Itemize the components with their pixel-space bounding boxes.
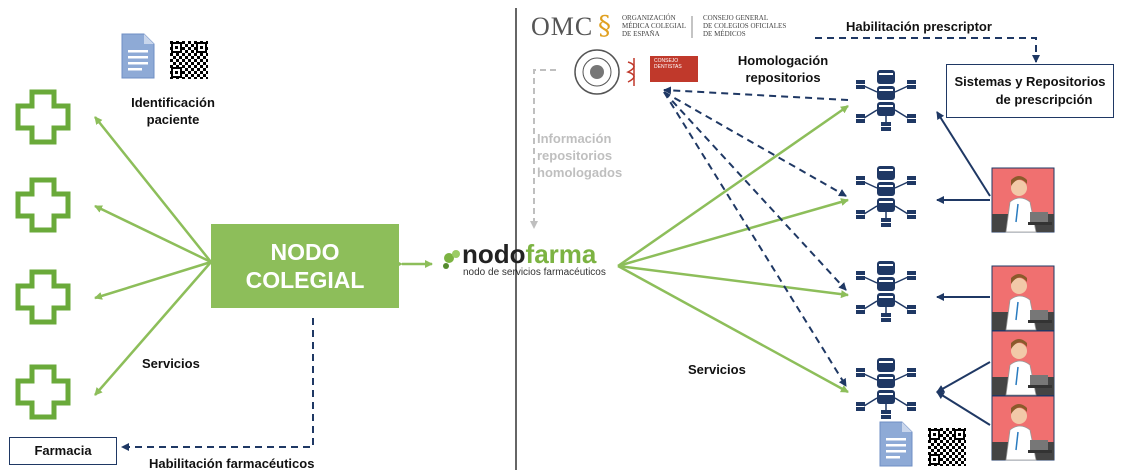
nodofarma-tagline: nodo de servicios farmacéuticos bbox=[463, 267, 606, 278]
repositories-info-line3: homologados bbox=[537, 165, 623, 180]
prescription-systems-box: Sistemas y Repositorios de prescripción bbox=[946, 64, 1114, 118]
colegio-seal-icon bbox=[574, 49, 620, 95]
pharmacy-cross-icon bbox=[18, 92, 68, 142]
nodofarma-logo-icon bbox=[443, 250, 460, 269]
repositories-info-label: Información repositorios homologados bbox=[537, 130, 622, 181]
left-services-label: Servicios bbox=[142, 356, 200, 371]
nodo-colegial-line2: COLEGIAL bbox=[245, 267, 365, 293]
consejo-name: CONSEJO GENERAL DE COLEGIOS OFICIALES DE… bbox=[703, 14, 786, 38]
repository-database-icon bbox=[855, 69, 917, 132]
consejo-line2: DE COLEGIOS OFICIALES bbox=[703, 22, 787, 30]
prescriber-enablement-label: Habilitación prescriptor bbox=[846, 19, 992, 34]
document-icon bbox=[121, 33, 155, 79]
nodofarma-logo-part2: farma bbox=[525, 239, 597, 269]
omc-logo-text: OMC bbox=[531, 12, 594, 41]
omc-org-name: ORGANIZACIÓN MÉDICA COLEGIAL DE ESPAÑA bbox=[622, 14, 686, 38]
dentistas-logo-text: CONSEJO DENTISTAS bbox=[654, 58, 682, 70]
dentistas-logo bbox=[650, 56, 698, 82]
dentistas-line2: DENTISTAS bbox=[654, 64, 682, 70]
pharmacy-cross-icon bbox=[18, 367, 68, 417]
omc-org-line1: ORGANIZACIÓN bbox=[622, 14, 676, 22]
homologation-arrows bbox=[663, 86, 849, 387]
nodofarma-logo-part1: nodo bbox=[462, 239, 526, 269]
repositories-info-arrow bbox=[530, 69, 556, 229]
right-service-arrows bbox=[617, 104, 849, 394]
nodo-colegial-line1: NODO bbox=[270, 239, 340, 265]
pharmacy-cross-icon bbox=[18, 272, 68, 322]
doctor-icon bbox=[991, 330, 1055, 396]
patient-id-label-line2: paciente bbox=[146, 112, 200, 127]
omc-emblem-icon: § bbox=[598, 11, 611, 41]
consejo-line1: CONSEJO GENERAL bbox=[703, 14, 769, 22]
right-services-label: Servicios bbox=[688, 362, 746, 377]
repositories-info-line1: Información bbox=[537, 131, 612, 146]
prescription-systems-line1: Sistemas y Repositorios bbox=[954, 74, 1106, 89]
homologation-label: Homologación repositorios bbox=[728, 52, 838, 86]
doctor-icon bbox=[991, 265, 1055, 331]
repositories-info-line2: repositorios bbox=[537, 148, 613, 163]
prescriber-enablement-arrow bbox=[815, 37, 1040, 63]
consejo-line3: DE MÉDICOS bbox=[703, 30, 746, 38]
omc-org-line3: DE ESPAÑA bbox=[622, 30, 660, 38]
homologation-line1: Homologación bbox=[737, 53, 829, 68]
pharmacy-cross-icon bbox=[18, 180, 68, 230]
doctor-icon bbox=[991, 395, 1055, 461]
doctor-icon bbox=[991, 167, 1055, 233]
omc-org-line2: MÉDICA COLEGIAL bbox=[622, 22, 686, 30]
pharmacist-enablement-arrow bbox=[121, 318, 314, 451]
nodofarma-logo: nodofarma bbox=[462, 240, 596, 268]
qr-code-icon bbox=[928, 428, 966, 466]
homologation-line2: repositorios bbox=[745, 70, 821, 85]
pharmacy-box: Farmacia bbox=[9, 437, 117, 465]
repository-database-icon bbox=[855, 357, 917, 420]
document-icon bbox=[879, 421, 913, 467]
pharmacist-enablement-label: Habilitación farmacéuticos bbox=[149, 456, 315, 471]
qr-code-icon bbox=[170, 41, 208, 79]
prescription-systems-line2: de prescripción bbox=[995, 92, 1093, 107]
patient-id-label-line1: Identificación bbox=[131, 95, 215, 110]
nodo-colegial-box: NODO COLEGIAL bbox=[211, 224, 399, 308]
left-service-arrows bbox=[94, 116, 212, 396]
repository-database-icon bbox=[855, 260, 917, 323]
caduceus-icon bbox=[626, 58, 635, 86]
dentistas-line1: CONSEJO bbox=[654, 58, 679, 64]
pharmacy-label: Farmacia bbox=[34, 443, 92, 458]
repository-database-icon bbox=[855, 165, 917, 228]
patient-id-label: Identificación paciente bbox=[108, 94, 238, 128]
doctor-arrows bbox=[936, 111, 991, 426]
